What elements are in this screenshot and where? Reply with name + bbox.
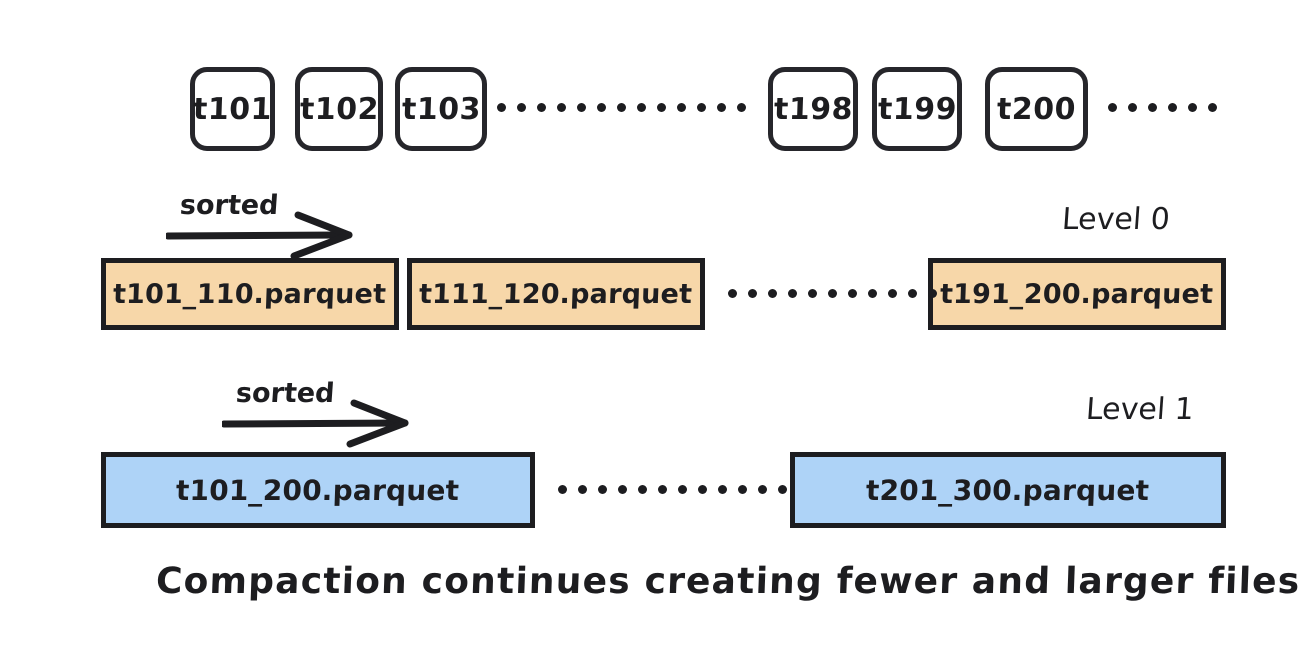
dot [758,485,767,494]
dot [848,289,857,298]
file-block-t201_300.parquet: t201_300.parquet [790,452,1226,528]
timestamp-chip-label: t103 [400,91,482,127]
dot [577,103,586,112]
sorted-arrow-group-0: sorted [166,190,380,260]
dot [578,485,587,494]
dot [497,103,506,112]
dot [537,103,546,112]
timestamp-chip-t102: t102 [295,67,383,151]
dot [698,485,707,494]
timestamp-chip-t198: t198 [768,67,858,151]
dot [1188,103,1197,112]
timestamp-chip-t103: t103 [395,67,487,151]
diagram-caption: Compaction continues creating fewer and … [155,561,1302,602]
file-block-label: t101_110.parquet [112,278,388,310]
dot [597,103,606,112]
sorted-arrow-group-1: sorted [222,378,436,448]
dot [1108,103,1117,112]
file-block-t101_110.parquet: t101_110.parquet [101,258,399,330]
timestamp-chip-label: t198 [772,91,854,127]
timestamp-chip-t101: t101 [190,67,275,151]
dot [1128,103,1137,112]
level1-gap-dots [558,485,787,494]
dot [908,289,917,298]
dot [928,289,937,298]
dot [517,103,526,112]
dot [728,289,737,298]
dot [828,289,837,298]
dot [738,485,747,494]
dot [657,103,666,112]
dot [558,485,567,494]
dot [598,485,607,494]
timestamp-chip-label: t199 [876,91,958,127]
dot [718,485,727,494]
dot [768,289,777,298]
file-block-t111_120.parquet: t111_120.parquet [407,258,705,330]
dot [618,485,627,494]
timeline-trailing-dots [1108,103,1217,112]
level1-label: Level 1 [1084,392,1196,427]
dot [737,103,746,112]
dot [658,485,667,494]
dot [617,103,626,112]
dot [788,289,797,298]
timeline-gap-dots [497,103,746,112]
dot [697,103,706,112]
dot [637,103,646,112]
sorted-arrow-icon [166,211,353,260]
dot [557,103,566,112]
file-block-label: t111_120.parquet [418,278,694,310]
timestamp-chip-t200: t200 [985,67,1088,151]
file-block-label: t201_300.parquet [865,473,1151,507]
dot [778,485,787,494]
file-block-label: t101_200.parquet [175,473,461,507]
level0-gap-dots [728,289,937,298]
file-block-t101_200.parquet: t101_200.parquet [101,452,535,528]
timestamp-chip-label: t102 [298,91,380,127]
dot [748,289,757,298]
dot [717,103,726,112]
timestamp-chip-t199: t199 [872,67,962,151]
file-block-label: t191_200.parquet [939,278,1215,310]
timestamp-chip-label: t200 [996,91,1077,127]
dot [1208,103,1217,112]
dot [638,485,647,494]
dot [868,289,877,298]
dot [677,103,686,112]
dot [808,289,817,298]
file-block-t191_200.parquet: t191_200.parquet [928,258,1226,330]
dot [1148,103,1157,112]
timestamp-chip-label: t101 [192,91,273,127]
dot [888,289,897,298]
dot [678,485,687,494]
sorted-arrow-icon [222,399,409,448]
dot [1168,103,1177,112]
level0-label: Level 0 [1060,202,1172,237]
